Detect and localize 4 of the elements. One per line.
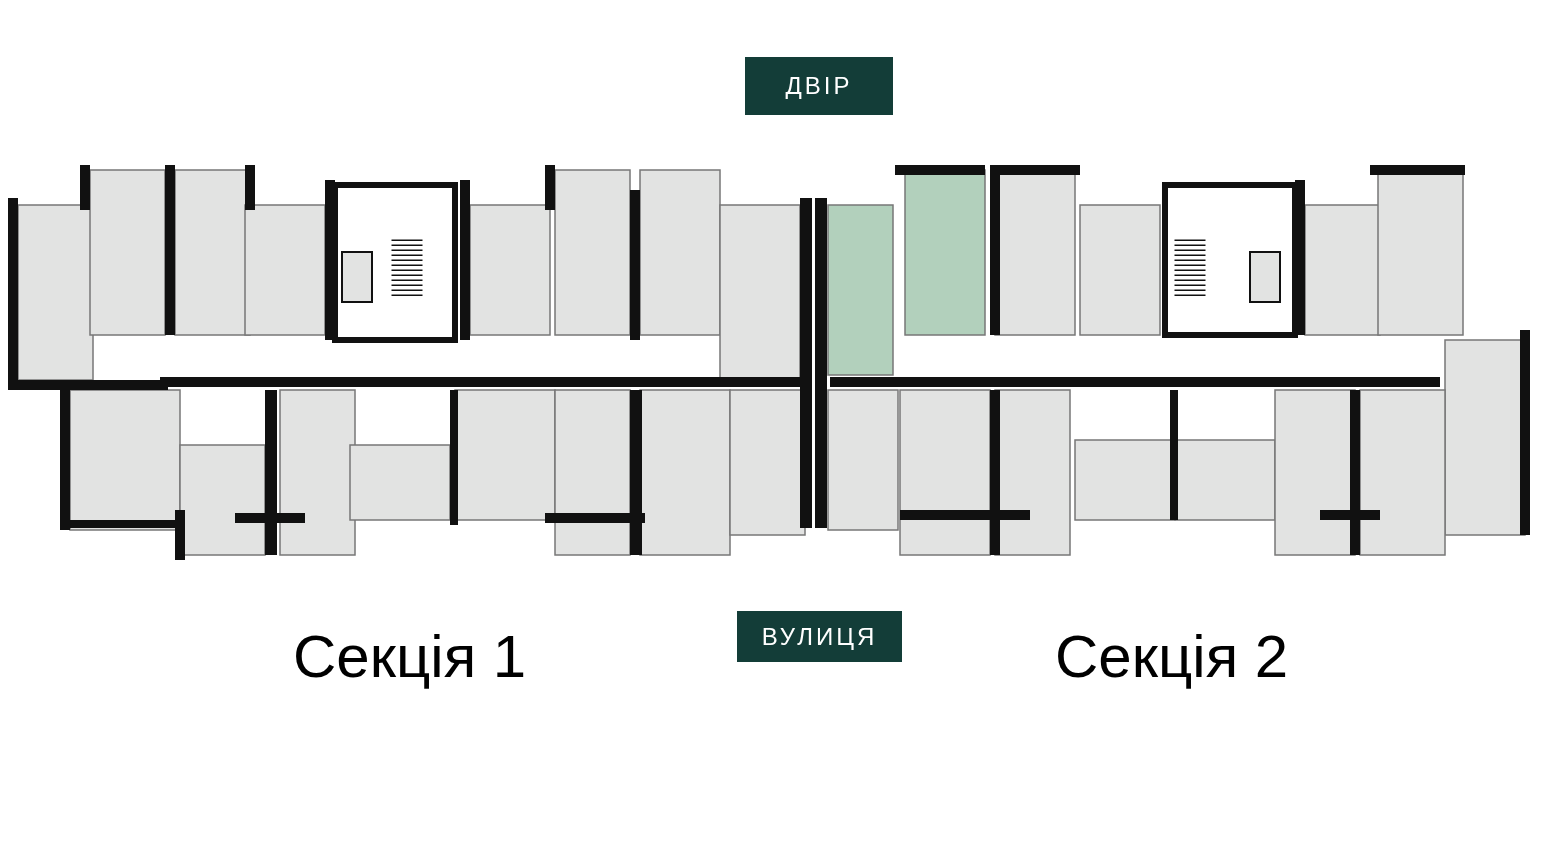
street-label: ВУЛИЦЯ xyxy=(737,611,902,662)
section-title: Секція 2 xyxy=(1055,622,1289,691)
section-title: Секція 1 xyxy=(293,622,527,691)
courtyard-label: ДВІР xyxy=(745,57,893,115)
